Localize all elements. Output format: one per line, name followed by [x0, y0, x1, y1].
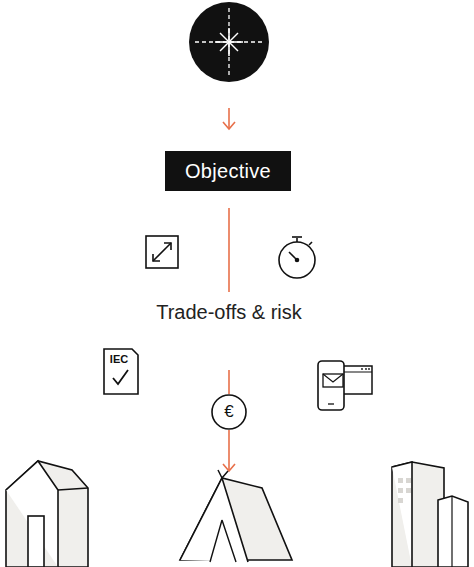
stopwatch-icon — [279, 237, 315, 278]
box-title: Objective — [185, 160, 271, 183]
devices-icon — [318, 361, 372, 410]
expand-icon — [146, 236, 178, 268]
objective-box: Objective — [165, 151, 291, 191]
compass-icon — [189, 2, 269, 82]
euro-icon — [212, 395, 246, 429]
house-figure — [6, 461, 88, 567]
trade-offs-label: Trade-offs & risk — [129, 299, 329, 325]
tent-figure — [180, 470, 292, 562]
certificate-icon — [104, 349, 138, 394]
currency-symbol: € — [217, 401, 241, 423]
standard-label: IEC — [104, 353, 134, 365]
office-building-figure — [392, 462, 468, 567]
